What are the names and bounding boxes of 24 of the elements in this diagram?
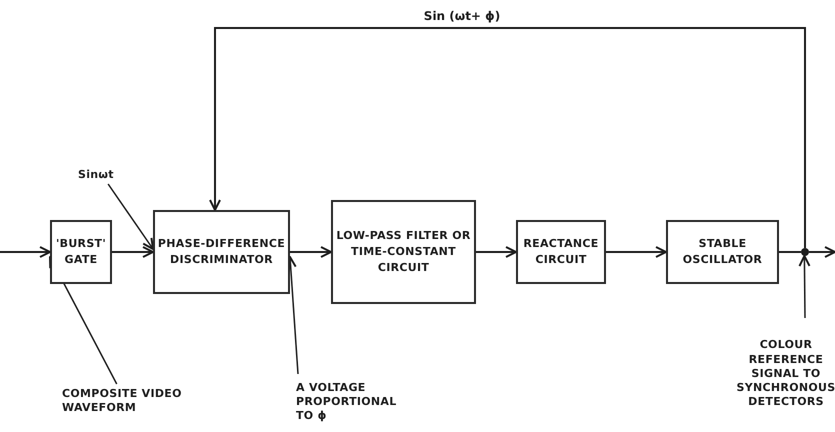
- feedback-arrow: [209, 27, 806, 248]
- block-label: PHASE-DIFFERENCE DISCRIMINATOR: [156, 236, 286, 268]
- signal-arrow: [809, 246, 835, 258]
- block-label: REACTANCE CIRCUIT: [522, 236, 600, 268]
- signal-arrow: [290, 246, 332, 258]
- output-note: A VOLTAGE PROPORTIONAL TO ϕ: [296, 380, 398, 424]
- block-label: STABLE OSCILLATOR: [682, 236, 764, 268]
- input-note: COMPOSITE VIDEO WAVEFORM: [62, 386, 183, 416]
- signal-arrow: [606, 246, 667, 258]
- leader-line: [798, 254, 810, 318]
- signal-arrow: [112, 246, 154, 258]
- reference-note: COLOUR REFERENCE SIGNAL TO SYNCHRONOUS DETECTORS: [736, 338, 835, 410]
- block-label: 'BURST' GATE: [54, 236, 108, 268]
- discriminator-box: [153, 210, 290, 294]
- signal-label: Sinωt: [78, 168, 114, 182]
- junction-dot: [801, 248, 809, 256]
- gate-box: [50, 220, 112, 284]
- block-label: LOW-PASS FILTER OR TIME-CONSTANT CIRCUIT: [335, 228, 472, 276]
- reactance-box: [516, 220, 606, 284]
- signal-arrow: [476, 246, 517, 258]
- filter-box: [331, 200, 476, 304]
- signal-arrow: [0, 246, 51, 258]
- oscillator-box: [666, 220, 779, 284]
- leader-line: [108, 184, 154, 250]
